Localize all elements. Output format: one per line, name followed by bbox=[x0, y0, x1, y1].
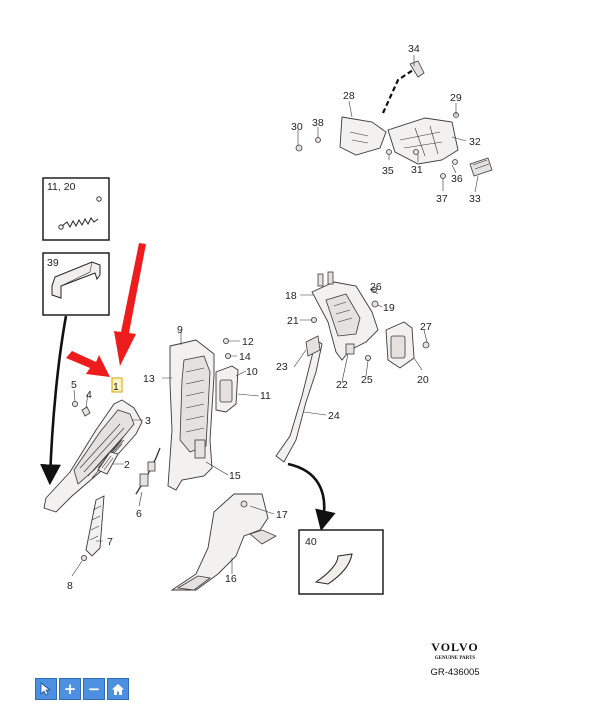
callout-labels: 11, 20 39 40 1 2 3 4 5 6 7 8 9 10 11 12 … bbox=[47, 43, 481, 592]
label-2: 2 bbox=[124, 459, 130, 471]
home-icon bbox=[112, 683, 124, 695]
label-17: 17 bbox=[276, 509, 288, 521]
c-pillar-assembly bbox=[275, 271, 430, 532]
label-8: 8 bbox=[67, 580, 73, 592]
screw-12 bbox=[222, 337, 229, 344]
trim-7 bbox=[85, 495, 105, 557]
nut-30 bbox=[295, 144, 303, 152]
label-4: 4 bbox=[86, 389, 92, 401]
label-22: 22 bbox=[336, 379, 348, 391]
label-21: 21 bbox=[287, 315, 299, 327]
red-arrow-down bbox=[114, 243, 146, 366]
label-31: 31 bbox=[411, 164, 423, 176]
bracket-2 bbox=[97, 451, 119, 475]
label-19: 19 bbox=[383, 302, 395, 314]
highlight-arrows bbox=[66, 243, 146, 377]
label-28: 28 bbox=[343, 90, 355, 102]
spring-box bbox=[42, 177, 110, 241]
brand-subtitle: GENUINE PARTS bbox=[434, 656, 476, 661]
screw-5 bbox=[72, 400, 79, 407]
screw-19 bbox=[371, 300, 379, 308]
label-1: 1 bbox=[113, 381, 119, 393]
label-25: 25 bbox=[361, 374, 373, 386]
diagram-reference: GR-436005 bbox=[430, 667, 480, 678]
label-20: 20 bbox=[417, 374, 429, 386]
handle-box bbox=[40, 252, 110, 486]
label-34: 34 bbox=[408, 43, 420, 55]
label-5: 5 bbox=[71, 379, 77, 391]
sealant-pad-icon bbox=[314, 553, 353, 585]
label-29: 29 bbox=[450, 92, 462, 104]
label-27: 27 bbox=[420, 321, 432, 333]
zoom-out-button[interactable]: − bbox=[83, 678, 105, 700]
label-37: 37 bbox=[436, 193, 448, 205]
clip-1-highlight bbox=[111, 377, 123, 393]
label-box-11-20: 11, 20 bbox=[47, 181, 76, 193]
label-10: 10 bbox=[246, 366, 258, 378]
cursor-icon bbox=[40, 682, 52, 696]
screw-14 bbox=[224, 352, 231, 359]
sealant-box bbox=[298, 529, 384, 595]
label-7: 7 bbox=[107, 536, 113, 548]
b-pillar-assembly bbox=[162, 332, 277, 591]
grab-handle-icon bbox=[51, 261, 101, 299]
label-12: 12 bbox=[242, 336, 254, 348]
label-18: 18 bbox=[285, 290, 297, 302]
label-11: 11 bbox=[260, 390, 271, 402]
label-16: 16 bbox=[225, 573, 237, 585]
box-40-pointer bbox=[287, 462, 336, 532]
spring-icon bbox=[61, 217, 99, 229]
label-6: 6 bbox=[136, 508, 142, 520]
screw-21 bbox=[310, 316, 317, 323]
screw-25 bbox=[364, 354, 371, 361]
cursor-button[interactable] bbox=[35, 678, 57, 700]
label-26: 26 bbox=[370, 281, 382, 293]
brand-name: VOLVO bbox=[431, 640, 479, 654]
label-33: 33 bbox=[469, 193, 481, 205]
viewer-toolbar: + − bbox=[35, 678, 129, 700]
label-32: 32 bbox=[469, 136, 481, 148]
volvo-brand-mark: VOLVO GENUINE PARTS GR-436005 bbox=[420, 640, 490, 678]
label-38: 38 bbox=[312, 117, 324, 129]
red-arrow-diagonal bbox=[66, 351, 110, 377]
clip-22 bbox=[345, 343, 355, 355]
screw-38 bbox=[315, 137, 321, 143]
module-31 bbox=[387, 117, 459, 165]
label-14: 14 bbox=[239, 351, 251, 363]
cover-23 bbox=[305, 335, 321, 357]
label-13: 13 bbox=[143, 373, 155, 385]
a-pillar-assembly bbox=[43, 377, 161, 577]
label-3: 3 bbox=[145, 415, 151, 427]
clip-27 bbox=[422, 341, 430, 349]
zoom-in-button[interactable]: + bbox=[59, 678, 81, 700]
bracket-28 bbox=[339, 116, 387, 156]
label-box-40: 40 bbox=[305, 536, 317, 548]
label-9: 9 bbox=[177, 324, 183, 336]
clip-4 bbox=[81, 406, 91, 417]
clip-17 bbox=[240, 500, 248, 508]
label-24: 24 bbox=[328, 410, 340, 422]
label-30: 30 bbox=[291, 121, 303, 133]
box-39-pointer bbox=[40, 315, 68, 486]
label-box-39: 39 bbox=[47, 257, 59, 269]
screw-8 bbox=[81, 555, 88, 562]
label-15: 15 bbox=[229, 470, 241, 482]
lower-trim-16 bbox=[170, 493, 269, 591]
cable-34 bbox=[381, 69, 414, 114]
clip-15 bbox=[194, 439, 206, 459]
label-35: 35 bbox=[382, 165, 394, 177]
label-36: 36 bbox=[451, 173, 463, 185]
label-23: 23 bbox=[276, 361, 288, 373]
upper-assembly bbox=[295, 55, 493, 193]
connector-34 bbox=[409, 60, 425, 78]
home-button[interactable] bbox=[107, 678, 129, 700]
trim-24 bbox=[275, 339, 323, 463]
